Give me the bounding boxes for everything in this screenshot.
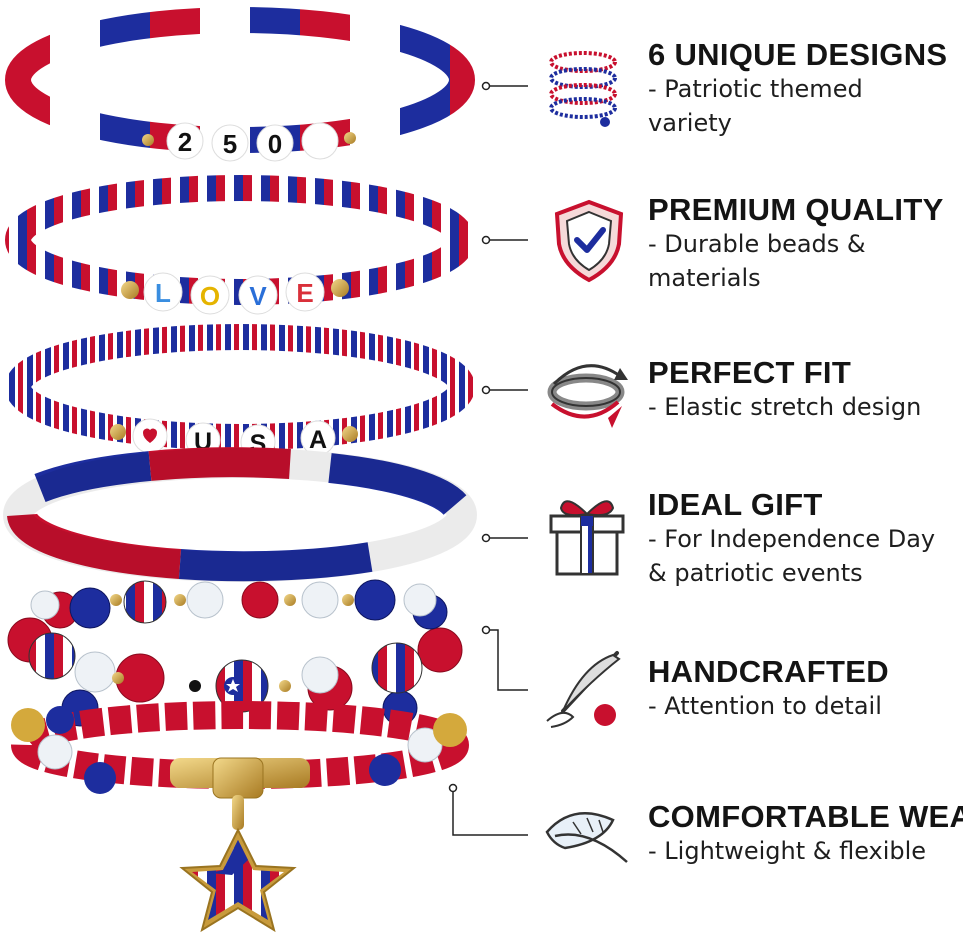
- bracelet-color-block: [3, 447, 477, 582]
- feature-fit: PERFECT FIT - Elastic stretch design: [648, 356, 963, 424]
- feature-title: HANDCRAFTED: [648, 654, 889, 689]
- bracelet-usa: U S A: [5, 324, 475, 460]
- stretch-band-icon: [542, 348, 630, 436]
- shield-check-icon: [545, 196, 633, 284]
- bead-letter: 0: [268, 129, 282, 159]
- bracelet-stack-icon: [543, 44, 631, 132]
- bead-letter: 5: [223, 129, 237, 159]
- feature-title: PREMIUM QUALITY: [648, 192, 944, 227]
- bracelet-love: L O V E: [5, 175, 475, 315]
- feature-description: - Attention to detail: [648, 692, 882, 720]
- letter-beads-250: 2 5 0: [142, 122, 356, 162]
- flag-beads: [28, 580, 423, 713]
- needle-bead-icon: [543, 645, 631, 733]
- feature-title: COMFORTABLE WEAR: [648, 799, 963, 834]
- gift-box-icon: [543, 490, 631, 578]
- bead-letter: 2: [178, 127, 192, 157]
- feature-description: - For Independence Day & patriotic event…: [648, 525, 936, 587]
- feature-handcrafted: HANDCRAFTED - Attention to detail: [648, 655, 963, 723]
- bead-letter: A: [309, 426, 327, 454]
- letter-beads-love: L O V E: [121, 272, 349, 315]
- connector-lines: [448, 81, 528, 836]
- feature-title: 6 UNIQUE DESIGNS: [648, 37, 948, 72]
- bead-letter: L: [155, 278, 171, 308]
- bracelet-glass-flag: [7, 579, 463, 727]
- bead-letter: E: [296, 278, 313, 308]
- feature-designs: 6 UNIQUE DESIGNS - Patriotic themed vari…: [648, 38, 963, 140]
- feature-quality: PREMIUM QUALITY - Durable beads & materi…: [648, 193, 963, 295]
- letter-beads-usa: U S A: [110, 418, 358, 460]
- star-charm: [179, 827, 297, 933]
- bead-letter: V: [249, 281, 267, 311]
- bead-letter: O: [200, 281, 220, 311]
- feature-description: - Patriotic themed variety: [648, 75, 863, 137]
- feature-description: - Elastic stretch design: [648, 393, 922, 421]
- bracelet-250: 2 5 0: [5, 7, 475, 162]
- feature-title: IDEAL GIFT: [648, 487, 823, 522]
- feature-description: - Lightweight & flexible: [648, 837, 927, 865]
- feature-description: - Durable beads & materials: [648, 230, 866, 292]
- feather-icon: [543, 792, 631, 880]
- feature-title: PERFECT FIT: [648, 355, 852, 390]
- feature-gift: IDEAL GIFT - For Independence Day & patr…: [648, 488, 963, 590]
- bracelet-star-charm: [11, 701, 469, 933]
- feature-comfort: COMFORTABLE WEAR - Lightweight & flexibl…: [648, 800, 963, 868]
